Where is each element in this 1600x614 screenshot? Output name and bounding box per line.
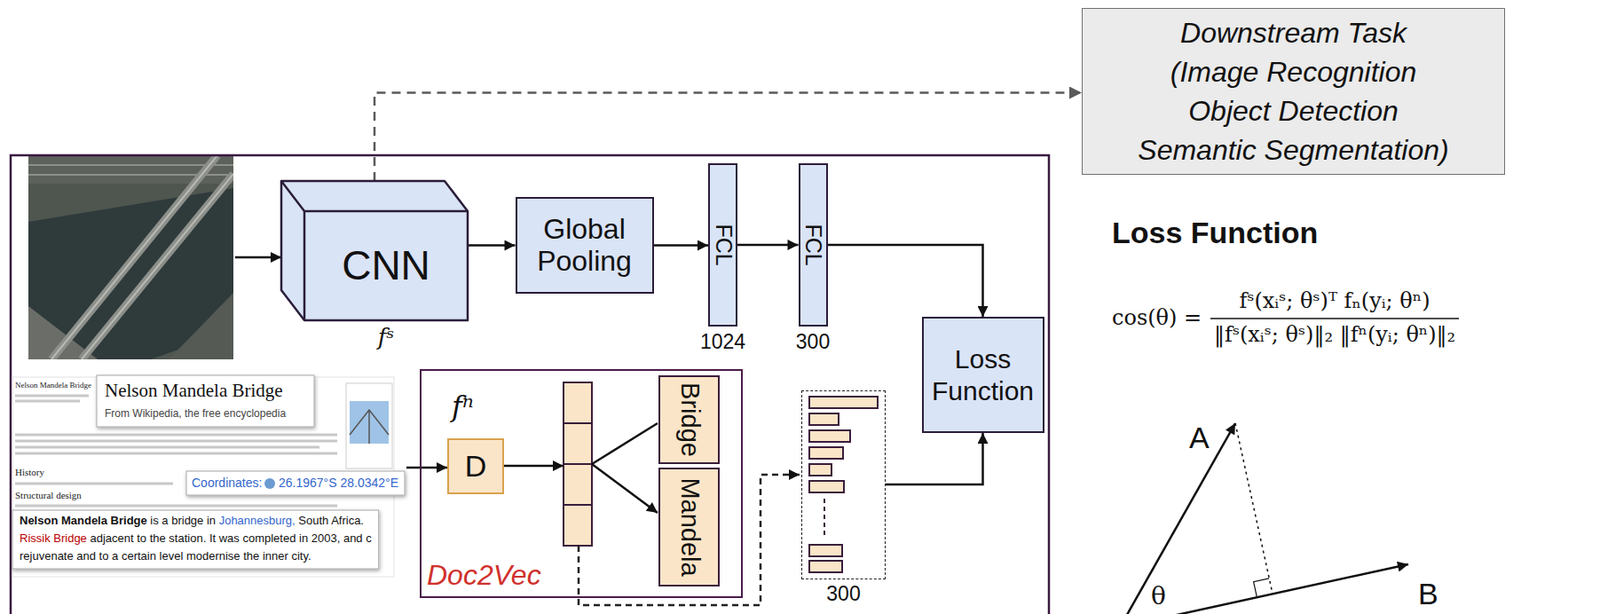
article-text: rejuvenate and to a certain level modern… <box>19 550 312 564</box>
box-label: Loss Function <box>929 343 1038 408</box>
formula-denominator: ‖fˢ(xᵢˢ; θˢ)‖₂ ‖fⁿ(yᵢ; θⁿ)‖₂ <box>1213 323 1456 348</box>
bar <box>809 413 839 426</box>
cube-face <box>281 181 468 321</box>
coordinates-label: Coordinates: <box>191 475 262 490</box>
process-box: Global Pooling <box>515 197 655 294</box>
bar <box>809 430 851 442</box>
fraction-bar <box>1210 317 1459 320</box>
doc-matrix-box: D <box>447 438 505 495</box>
article-text: adjacent to the station. It was complete… <box>89 532 371 546</box>
wikipedia-screenshot <box>12 375 405 577</box>
function-symbol: fⁿ <box>451 390 474 424</box>
doc-vector <box>563 382 592 546</box>
flow-arrow <box>467 244 516 247</box>
title-popup <box>96 375 315 427</box>
satellite-image <box>28 155 234 360</box>
satellite-ground <box>28 155 234 360</box>
layer-box: FCL1024 <box>708 163 738 327</box>
doc2vec-group: fⁿDoc2Vec D BridgeMandela <box>419 369 743 599</box>
vector-cells <box>563 423 592 505</box>
layer-box: FCL300 <box>798 163 828 327</box>
dimension-label: 1024 <box>700 330 746 354</box>
dimension-label: 300 <box>826 582 860 606</box>
cnn-block: CNNfˢ <box>281 181 468 321</box>
vector-a <box>1119 423 1236 614</box>
vector-label: B <box>1418 576 1439 612</box>
word-label: Mandela <box>676 477 702 576</box>
bar <box>809 480 844 493</box>
box-label: D <box>465 449 488 484</box>
task-box: Downstream Task (Image Recognition Objec… <box>1081 7 1506 175</box>
bar <box>809 560 843 573</box>
page-title: Nelson Mandela Bridge <box>15 380 92 390</box>
vector-label: A <box>1189 420 1210 456</box>
embedding-vector: 300 <box>801 390 886 580</box>
article-text: Nelson Mandela Bridge <box>19 514 148 529</box>
embedding-arrow <box>504 465 564 468</box>
word-box: Mandela <box>658 467 720 587</box>
flow-arrow <box>885 433 984 485</box>
coordinates-popup <box>186 471 405 496</box>
vector-b <box>1119 564 1409 614</box>
cube-edge <box>281 181 468 321</box>
dimension-label: 300 <box>796 330 830 354</box>
satellite-bridge-lane <box>51 155 234 360</box>
bar <box>809 464 832 476</box>
box-label: Global Pooling <box>522 212 647 279</box>
flow-arrow <box>827 244 984 317</box>
popup-title: Nelson Mandela Bridge <box>104 379 284 402</box>
block-label: CNN <box>341 242 431 290</box>
article-text: South Africa. <box>298 514 364 529</box>
satellite-land <box>168 292 234 360</box>
infobox <box>346 383 393 469</box>
projection-line <box>1235 423 1273 594</box>
bar <box>809 447 844 459</box>
angle-label: θ <box>1150 582 1167 611</box>
infobox-photo <box>349 401 389 444</box>
group-label: Doc2Vec <box>426 559 542 592</box>
satellite-bridge <box>51 155 234 360</box>
flow-arrow <box>654 244 710 247</box>
formula-numerator: fˢ(xᵢˢ; θˢ)ᵀ fₙ(yᵢ; θⁿ) <box>1239 289 1431 315</box>
bar-ellipsis <box>823 498 826 537</box>
bar <box>809 396 878 409</box>
section-heading: Loss Function <box>1111 215 1318 251</box>
text-line: Nelson Mandela Bridgeis a bridge inJohan… <box>19 514 364 529</box>
task-text: Downstream Task (Image Recognition Objec… <box>1134 13 1453 170</box>
cosine-figure <box>1119 423 1409 614</box>
right-angle-mark <box>1253 578 1270 598</box>
embedding-bars <box>809 396 878 573</box>
coordinates-value: 26.1967°S 28.0342°E <box>278 475 399 490</box>
loss-box: Loss Function <box>922 316 1045 434</box>
text-line: Rissik Bridgeadjacent to the station. It… <box>19 532 372 546</box>
word-label: Bridge <box>676 382 702 458</box>
formula-text: cos(θ) = <box>1111 306 1202 332</box>
document-arrow <box>406 466 448 470</box>
layer-label: FCL <box>802 223 825 266</box>
bar <box>809 544 843 557</box>
connectors <box>374 93 1082 486</box>
article-popup <box>12 510 379 569</box>
function-symbol: fˢ <box>378 324 395 352</box>
layer-label: FCL <box>711 223 734 266</box>
section-heading: Structural design <box>15 489 82 502</box>
popup-subtitle: From Wikipedia, the free encyclopedia <box>104 408 286 421</box>
flow-arrow <box>737 244 799 247</box>
input-arrow <box>235 256 282 260</box>
article-link: Johannesburg, <box>219 514 296 529</box>
globe-icon <box>264 478 276 489</box>
article-text: is a bridge in <box>149 514 216 529</box>
word-box: Bridge <box>658 375 720 465</box>
section-heading: History <box>15 466 45 479</box>
model-frame <box>10 155 1049 614</box>
infobox-bridge <box>349 409 389 444</box>
article-link: Rissik Bridge <box>19 532 87 546</box>
word-arrow <box>591 423 658 513</box>
